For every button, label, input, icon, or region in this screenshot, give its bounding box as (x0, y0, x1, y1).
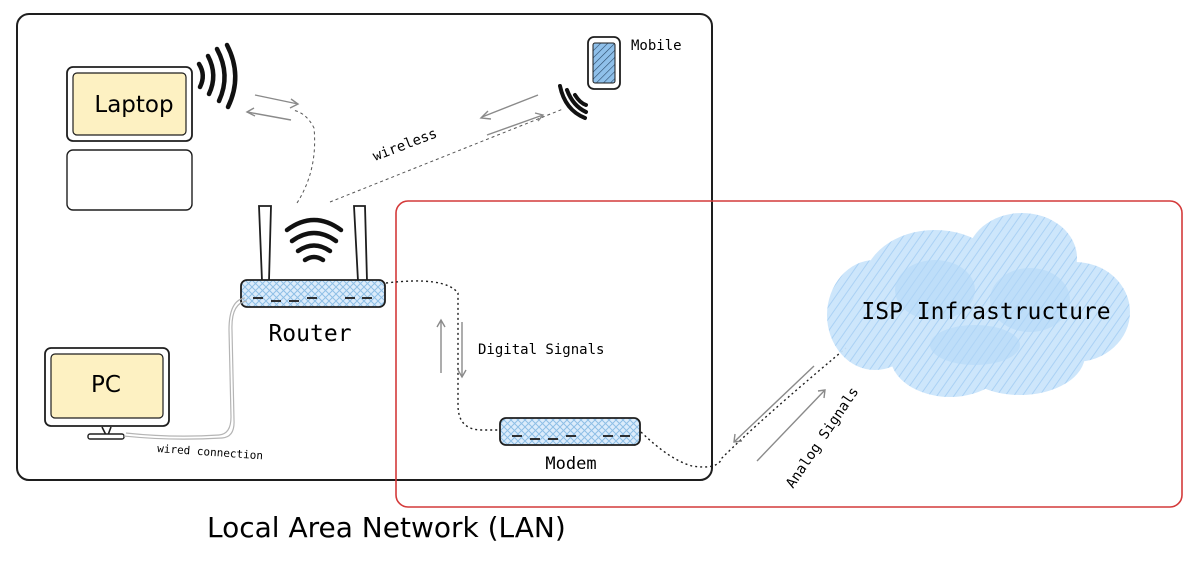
modem-ports (512, 435, 630, 440)
lan-boundary (16, 13, 713, 481)
arrow-analog (733, 365, 826, 462)
mobile-node: Mobile (587, 36, 682, 90)
laptop-node: Laptop (66, 66, 193, 211)
link-modem-isp (640, 347, 847, 468)
modem-node: Modem (499, 417, 641, 474)
wifi-icon (284, 217, 344, 263)
isp-region-boundary (395, 200, 1183, 508)
pc-display (50, 353, 164, 419)
arrow-mobile-in (479, 94, 545, 136)
router-ports (253, 297, 372, 302)
modem-label: Modem (545, 454, 596, 474)
lan-label: Local Area Network (LAN) (207, 511, 566, 544)
modem-body (499, 417, 641, 446)
laptop-display (72, 72, 187, 136)
pc-label: PC (91, 372, 121, 398)
link-router-mobile (329, 108, 564, 203)
pc-node: PC (44, 347, 170, 440)
mobile-label: Mobile (631, 38, 682, 54)
wired-label: wired connection (157, 442, 264, 462)
link-router-laptop (291, 109, 316, 204)
isp-cloud: ISP Infrastructure (827, 213, 1130, 397)
mobile-screen (592, 42, 616, 84)
arrow-digital (436, 318, 467, 379)
wifi-icon (196, 42, 238, 110)
link-router-pc (123, 297, 248, 440)
link-router-modem (385, 280, 500, 431)
pc-base (87, 433, 125, 440)
analog-signals-label: Analog Signals (783, 384, 862, 491)
router-body (240, 279, 386, 308)
digital-signals-label: Digital Signals (478, 342, 604, 358)
wifi-icon (558, 84, 588, 120)
router-antenna-right (353, 205, 368, 282)
arrow-laptop-in (245, 94, 300, 121)
laptop-base (66, 149, 193, 211)
router-label: Router (268, 321, 351, 347)
router-antenna-left (258, 205, 272, 282)
laptop-label: Laptop (94, 92, 173, 118)
wireless-label: wireless (371, 126, 440, 165)
router-node: Router (240, 205, 386, 347)
isp-label: ISP Infrastructure (861, 299, 1110, 325)
